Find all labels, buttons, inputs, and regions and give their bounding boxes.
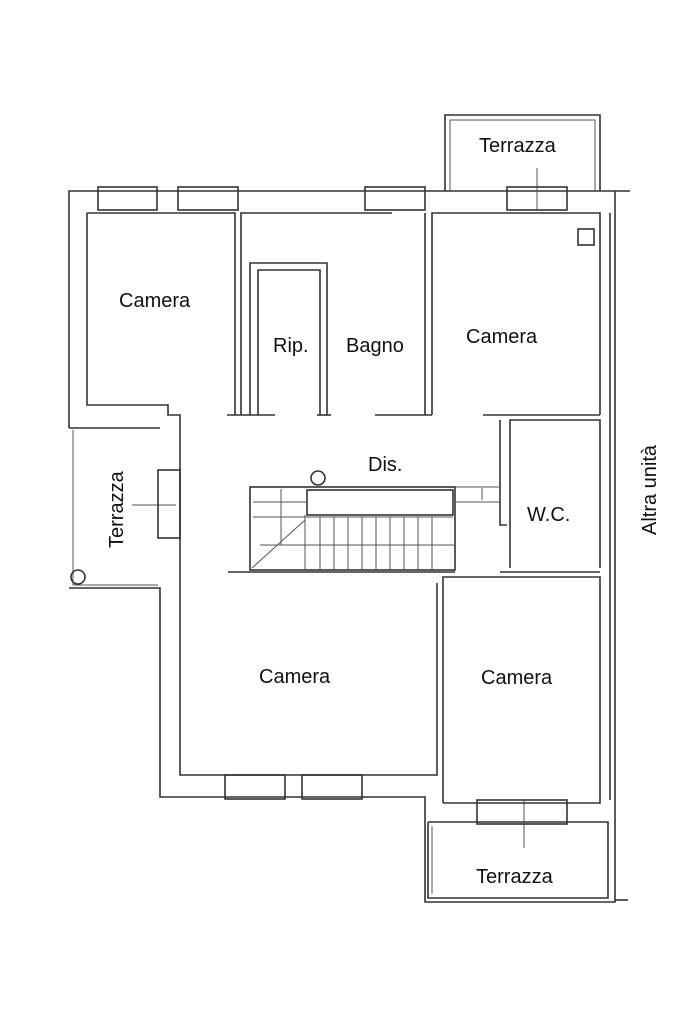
windows: [97, 186, 568, 825]
room-label-ripostiglio: Rip.: [273, 335, 309, 357]
inner-walls: [86, 212, 601, 804]
staircase: [249, 470, 500, 571]
terrace-left: [69, 427, 176, 586]
room-label-camera-top-right: Camera: [466, 326, 538, 348]
room-label-camera-top-left: Camera: [119, 290, 191, 312]
room-label-camera-bottom-left: Camera: [259, 666, 331, 688]
room-label-disimpegno: Dis.: [368, 454, 403, 476]
room-label-terrazza-bottom: Terrazza: [476, 866, 553, 888]
room-label-terrazza-top: Terrazza: [479, 135, 556, 157]
outer-walls: [68, 190, 630, 903]
room-label-camera-bottom-right: Camera: [481, 667, 553, 689]
room-label-wc: W.C.: [527, 504, 571, 526]
room-label-bagno: Bagno: [346, 335, 404, 357]
room-label-terrazza-left: Terrazza: [106, 471, 128, 548]
neighbor-unit-label: Altra unità: [639, 444, 661, 535]
terrace-top: [444, 114, 601, 210]
